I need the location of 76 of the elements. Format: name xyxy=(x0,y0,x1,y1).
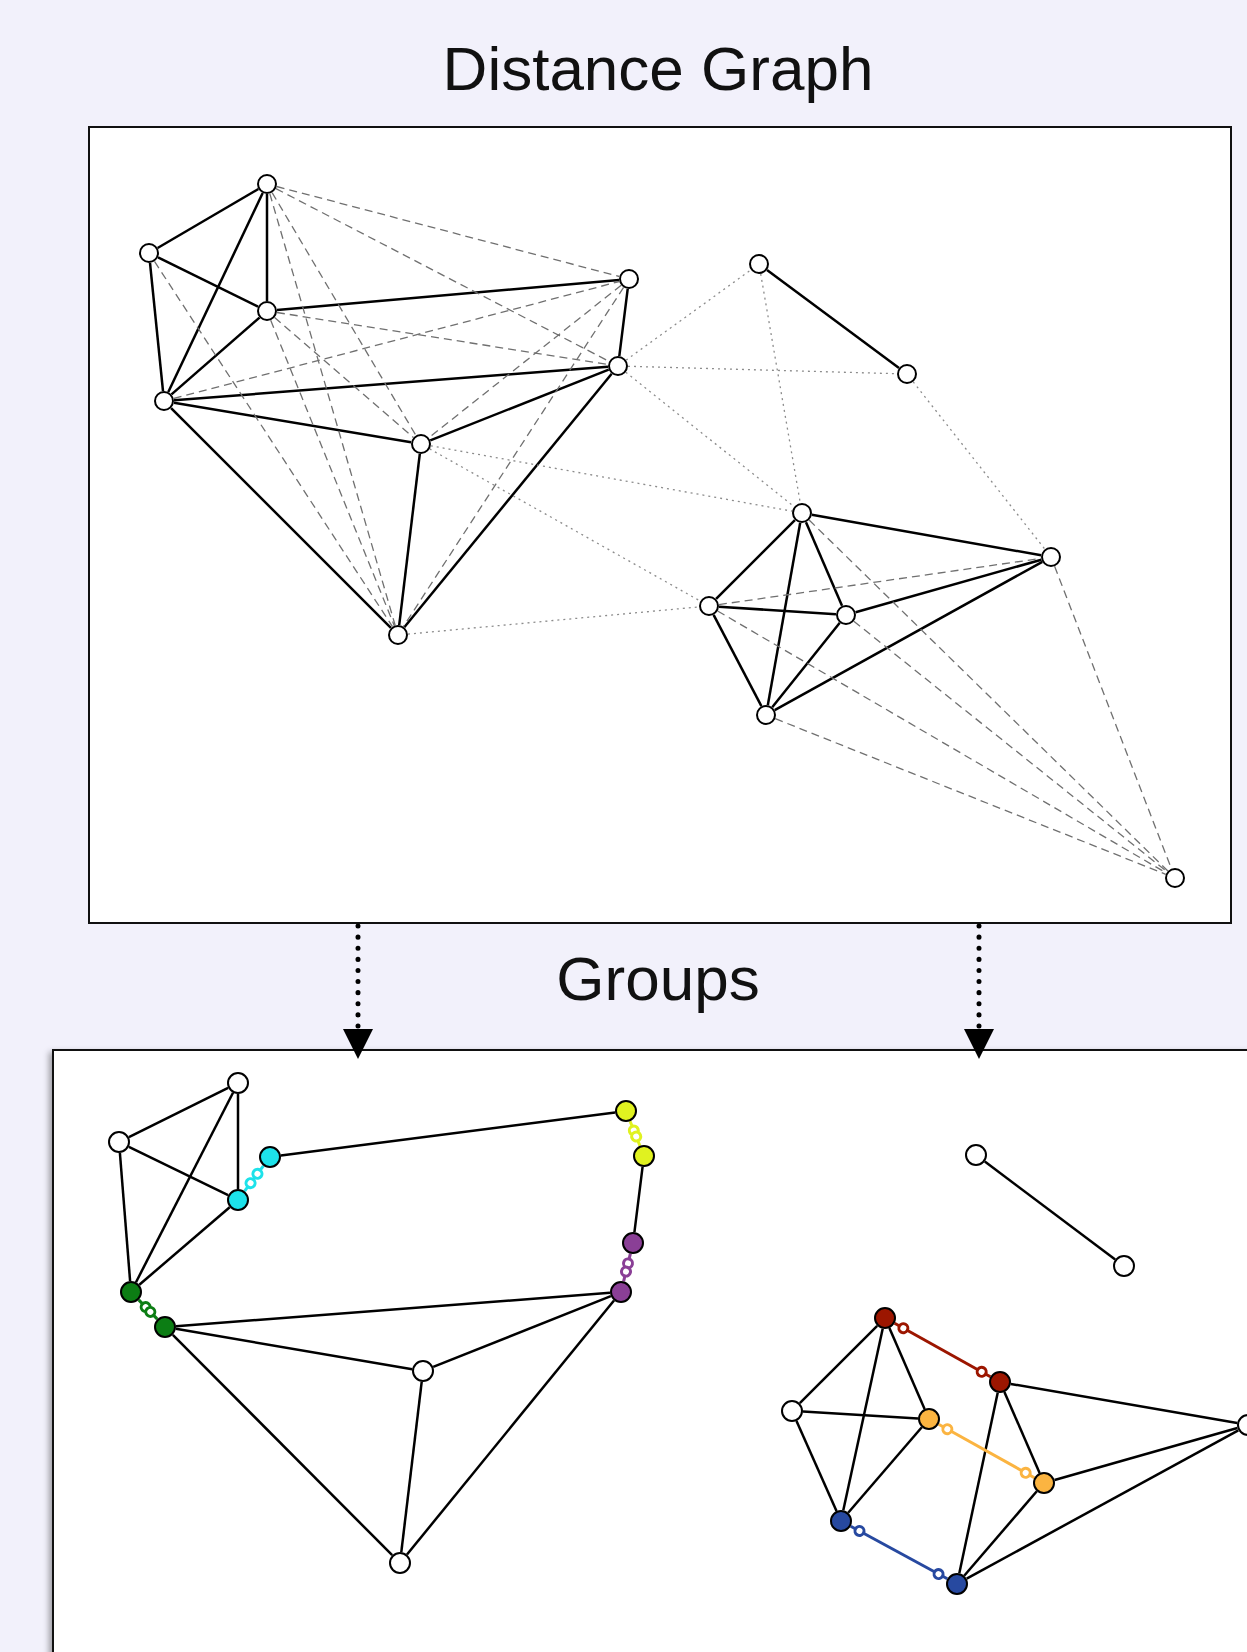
link-edge xyxy=(243,1164,265,1193)
graph-edge xyxy=(173,365,609,402)
graph-edge xyxy=(802,1410,919,1420)
graph-edge xyxy=(804,521,844,607)
link-edge xyxy=(627,1120,643,1147)
dashed-edge xyxy=(625,269,752,361)
dashed-edge xyxy=(853,620,1168,873)
graph-edge xyxy=(400,1381,423,1553)
graph-edge xyxy=(429,368,610,442)
graph-edge xyxy=(170,316,261,396)
dashed-edge xyxy=(269,192,396,627)
graph-edge xyxy=(842,1328,884,1511)
link-edge xyxy=(620,1253,634,1282)
graph-edge xyxy=(134,1092,235,1283)
graph-edge xyxy=(712,614,763,707)
graph-edge xyxy=(173,401,412,444)
graph-edge xyxy=(798,1324,879,1405)
graph-edge xyxy=(633,1166,644,1233)
dashed-edge xyxy=(273,316,415,439)
graph-edge xyxy=(175,1327,413,1371)
graph-edge xyxy=(715,519,796,600)
graph-edge xyxy=(403,372,613,629)
dashed-edge xyxy=(402,286,625,628)
graph-edge xyxy=(1054,1426,1238,1482)
graph-edge xyxy=(128,1145,229,1197)
graph-edge xyxy=(148,262,165,392)
dashed-edge xyxy=(774,718,1167,875)
graph-edge xyxy=(157,256,259,308)
link-edge xyxy=(137,1298,159,1321)
graph-edge xyxy=(795,1420,838,1512)
graph-edge xyxy=(138,1206,231,1286)
link-edge xyxy=(850,1524,948,1581)
dashed-edge xyxy=(912,381,1046,550)
graph-edge xyxy=(170,407,392,629)
graph-edge xyxy=(397,453,422,626)
graph-edge xyxy=(963,1490,1038,1577)
dashed-edge xyxy=(407,606,700,635)
link-edge xyxy=(893,1322,992,1378)
graph-edge xyxy=(958,1392,999,1574)
link-edge xyxy=(937,1423,1036,1479)
graph-edge xyxy=(175,1291,611,1328)
graph-edge xyxy=(128,1086,229,1139)
graph-edge xyxy=(855,558,1042,614)
graph-edge xyxy=(406,1299,615,1556)
dashed-edge xyxy=(173,280,620,400)
dashed-edge xyxy=(153,260,394,628)
graph-edge xyxy=(167,192,264,393)
dashed-edge xyxy=(429,448,701,602)
dashed-edge xyxy=(808,519,1169,872)
graph-edge xyxy=(118,1152,132,1282)
graph-edge xyxy=(236,1094,240,1189)
graph-edge xyxy=(984,1160,1116,1261)
graph-edge xyxy=(774,560,1043,712)
graph-edge xyxy=(771,622,841,708)
graph-edge xyxy=(847,1426,923,1514)
graph-edge xyxy=(276,278,620,312)
dashed-edge xyxy=(276,185,620,278)
graph-edge xyxy=(432,1294,612,1369)
dashed-edge xyxy=(270,319,395,627)
graph-edge xyxy=(766,522,802,706)
graph-edge xyxy=(966,1429,1239,1580)
dashed-edge xyxy=(760,273,801,504)
graph-edge xyxy=(888,1327,926,1410)
graph-edge xyxy=(280,1111,616,1157)
dashed-edge xyxy=(271,191,417,437)
graph-edge xyxy=(171,1333,394,1557)
graph-edge xyxy=(156,187,260,250)
graph-edge xyxy=(718,605,837,616)
graph-edge xyxy=(618,288,629,357)
graph-edge xyxy=(265,194,269,301)
dashed-edge xyxy=(430,445,793,512)
graph-edge xyxy=(766,269,900,369)
graph-edge xyxy=(1010,1382,1238,1425)
graph-edge xyxy=(811,513,1042,557)
graph-edge xyxy=(1003,1391,1041,1474)
dashed-edge xyxy=(276,311,609,366)
